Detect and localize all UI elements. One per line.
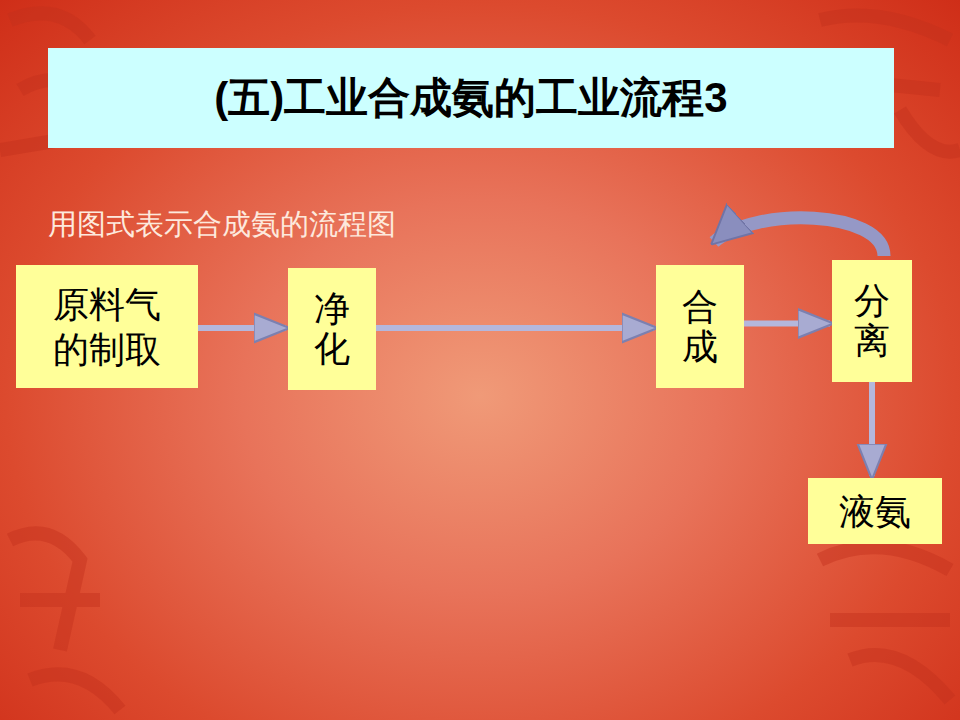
recycle-arrow <box>714 218 884 256</box>
step-text: 原料气 的制取 <box>51 282 163 372</box>
subtitle-label: 用图式表示合成氨的流程图 <box>48 205 396 245</box>
process-box: 液氨 <box>808 478 942 544</box>
process-box: 分离 <box>832 260 912 382</box>
process-box: 合成 <box>656 265 744 388</box>
flow-arrow <box>869 382 875 476</box>
flow-arrow <box>198 325 286 331</box>
seal-strokes <box>0 13 960 710</box>
flow-arrow <box>744 321 830 327</box>
step-text: 合成 <box>682 287 718 366</box>
step-text: 分离 <box>854 281 890 360</box>
title-text: (五)工业合成氨的工业流程3 <box>214 70 727 126</box>
title-banner: (五)工业合成氨的工业流程3 <box>48 48 894 148</box>
process-box: 净化 <box>288 268 376 390</box>
process-box: 原料气 的制取 <box>16 265 198 388</box>
step-text: 净化 <box>314 289 350 368</box>
flow-arrow <box>376 325 654 331</box>
step-text: 液氨 <box>839 489 911 534</box>
